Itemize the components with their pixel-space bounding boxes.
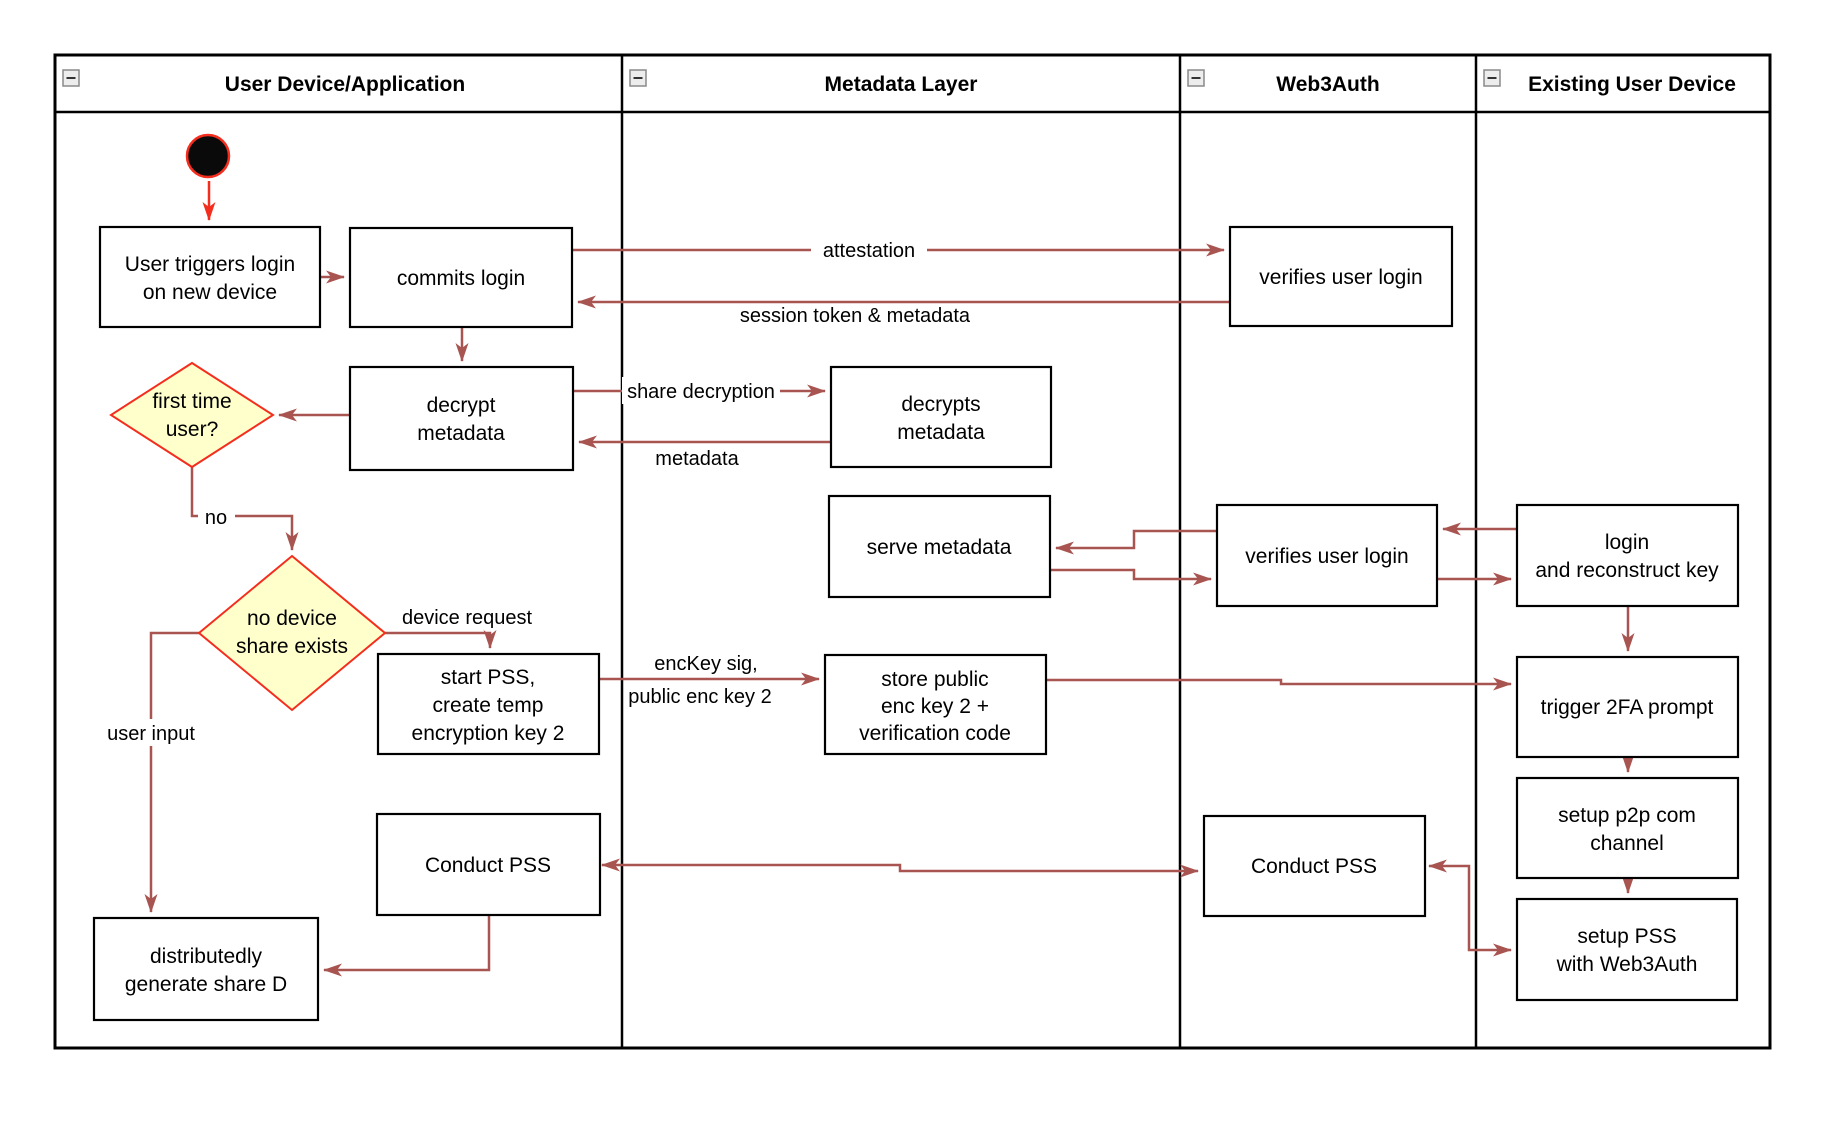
lane-header-user-device: User Device/Application	[225, 73, 465, 96]
edge-conduct-pss-bidirectional	[601, 858, 1199, 878]
svg-text:no: no	[205, 507, 227, 529]
collapse-icon-lane2[interactable]	[629, 69, 647, 87]
node-store-public-enc-key[interactable]: store public enc key 2 + verification co…	[823, 653, 1048, 756]
edge-label-device-request: device request	[402, 607, 533, 629]
svg-text:metadata: metadata	[655, 448, 739, 470]
edge-label-enckey-sig: encKey sig, public enc key 2	[628, 653, 771, 708]
svg-text:start PSS,: start PSS,	[441, 666, 536, 689]
node-conduct-pss-web3auth[interactable]: Conduct PSS	[1202, 814, 1427, 918]
svg-text:store public: store public	[881, 668, 988, 691]
lane-title-existing-user-device: Existing User Device	[1528, 73, 1736, 96]
svg-text:Conduct PSS: Conduct PSS	[425, 854, 551, 877]
svg-text:commits login: commits login	[397, 267, 525, 290]
svg-text:generate share D: generate share D	[125, 973, 287, 996]
svg-text:verification code: verification code	[859, 722, 1011, 745]
svg-text:first time: first time	[152, 390, 231, 413]
svg-text:attestation: attestation	[823, 240, 915, 262]
svg-text:create temp: create temp	[433, 694, 544, 717]
svg-text:decrypt: decrypt	[427, 394, 496, 417]
node-login-reconstruct-key[interactable]: login and reconstruct key	[1515, 503, 1740, 608]
lane-title-user-device: User Device/Application	[225, 73, 465, 96]
svg-text:on new device: on new device	[143, 281, 277, 304]
svg-text:no device: no device	[247, 607, 337, 630]
node-setup-p2p-channel[interactable]: setup p2p com channel	[1515, 776, 1740, 880]
collapse-icon-lane4[interactable]	[1483, 69, 1501, 87]
node-commits-login[interactable]: commits login	[348, 226, 574, 329]
node-distributedly-generate-share[interactable]: distributedly generate share D	[92, 916, 320, 1022]
edge-label-metadata: metadata	[655, 448, 739, 470]
node-verifies-user-login-1[interactable]: verifies user login	[1228, 225, 1454, 328]
edge-no-branch	[190, 467, 299, 551]
svg-text:share exists: share exists	[236, 635, 348, 658]
edge-label-session-token: session token & metadata	[740, 305, 971, 327]
node-decrypt-metadata[interactable]: decrypt metadata	[348, 365, 575, 472]
svg-text:public enc key 2: public enc key 2	[628, 686, 771, 708]
svg-text:setup PSS: setup PSS	[1577, 925, 1676, 948]
lane-header-web3auth: Web3Auth	[1276, 73, 1379, 96]
node-start-pss[interactable]: start PSS, create temp encryption key 2	[376, 652, 601, 756]
node-decrypts-metadata[interactable]: decrypts metadata	[829, 365, 1053, 469]
lane-title-metadata-layer: Metadata Layer	[825, 73, 978, 96]
svg-text:user?: user?	[166, 418, 219, 441]
edge-label-share-decryption: share decryption	[622, 377, 780, 404]
svg-text:share decryption: share decryption	[627, 381, 775, 403]
edge-serve-to-verifies2	[1050, 568, 1212, 586]
svg-text:channel: channel	[1590, 832, 1664, 855]
edge-device-request	[385, 630, 497, 649]
edge-verifies2-to-serve	[1055, 529, 1217, 555]
node-user-triggers-login[interactable]: User triggers login on new device	[98, 225, 322, 329]
collapse-icon-lane1[interactable]	[62, 69, 80, 87]
svg-text:User triggers login: User triggers login	[125, 253, 295, 276]
edge-conduct-to-distributedly	[323, 915, 491, 977]
edge-user-input	[144, 631, 199, 913]
svg-text:trigger 2FA prompt: trigger 2FA prompt	[1541, 696, 1714, 719]
svg-text:setup p2p com: setup p2p com	[1558, 804, 1696, 827]
lane-header-metadata-layer: Metadata Layer	[825, 73, 978, 96]
svg-text:and reconstruct key: and reconstruct key	[1535, 559, 1719, 582]
svg-text:encryption key 2: encryption key 2	[412, 722, 565, 745]
svg-text:verifies user login: verifies user login	[1259, 266, 1422, 289]
svg-text:login: login	[1605, 531, 1649, 554]
node-verifies-user-login-2[interactable]: verifies user login	[1215, 503, 1439, 608]
svg-text:serve metadata: serve metadata	[867, 536, 1012, 559]
svg-text:distributedly: distributedly	[150, 945, 263, 968]
node-first-time-user-decision[interactable]: first time user?	[109, 361, 275, 469]
edge-label-attestation: attestation	[811, 236, 927, 263]
svg-text:decrypts: decrypts	[901, 393, 980, 416]
edge-conduct2-setup-pss-bidirectional	[1428, 859, 1512, 957]
edge-store-to-trigger-2fa	[1046, 677, 1512, 691]
svg-text:enc key 2 +: enc key 2 +	[881, 695, 989, 718]
svg-text:session token & metadata: session token & metadata	[740, 305, 971, 327]
node-no-device-share-decision[interactable]: no device share exists	[197, 554, 387, 712]
svg-text:metadata: metadata	[417, 422, 505, 445]
svg-text:user input: user input	[107, 723, 195, 745]
node-start-state[interactable]	[185, 133, 231, 179]
svg-text:device request: device request	[402, 607, 533, 629]
lane-header-existing-user-device: Existing User Device	[1528, 73, 1736, 96]
svg-text:metadata: metadata	[897, 421, 985, 444]
node-conduct-pss-user-device[interactable]: Conduct PSS	[375, 812, 602, 917]
svg-text:Conduct PSS: Conduct PSS	[1251, 855, 1377, 878]
svg-text:with Web3Auth: with Web3Auth	[1556, 953, 1698, 976]
edge-label-user-input: user input	[103, 719, 200, 746]
node-serve-metadata[interactable]: serve metadata	[827, 494, 1052, 599]
svg-text:encKey sig,: encKey sig,	[654, 653, 757, 675]
collapse-icon-lane3[interactable]	[1187, 69, 1205, 87]
node-trigger-2fa-prompt[interactable]: trigger 2FA prompt	[1515, 655, 1740, 759]
lane-title-web3auth: Web3Auth	[1276, 73, 1379, 96]
svg-text:verifies user login: verifies user login	[1245, 545, 1408, 568]
edge-label-no: no	[198, 504, 235, 529]
node-setup-pss-web3auth[interactable]: setup PSS with Web3Auth	[1515, 897, 1739, 1002]
